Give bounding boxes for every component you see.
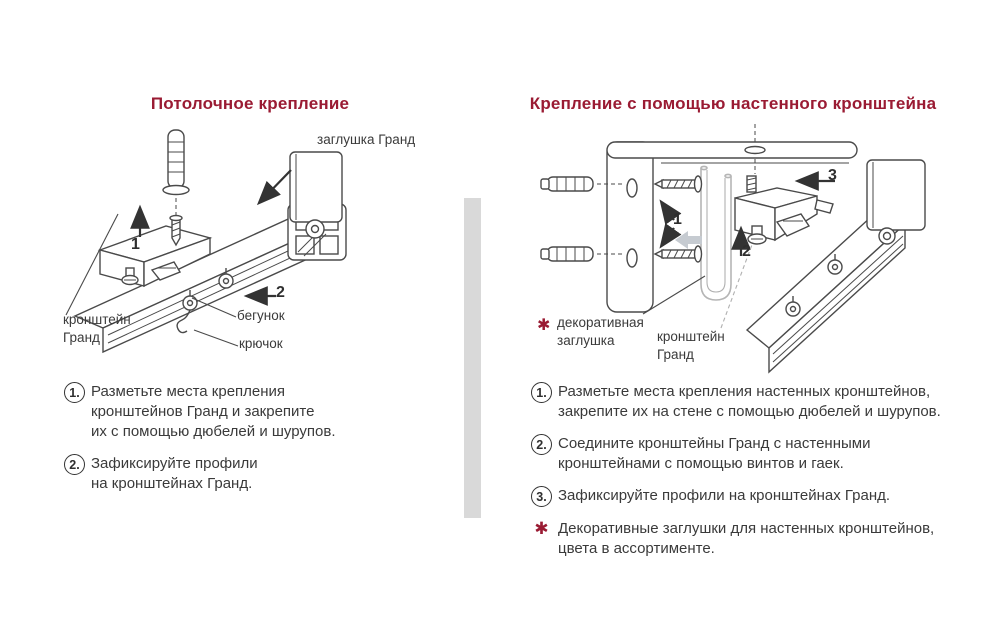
slide-direction-arrow <box>675 231 702 249</box>
grand-bracket-icon <box>734 175 834 245</box>
runner-with-hook-icon <box>176 290 198 334</box>
step-text: Зафиксируйте профили на кронштейнах Гран… <box>91 455 258 492</box>
kronshtein-leader-line <box>720 241 754 329</box>
diagram-marker-1: 1 <box>131 236 140 253</box>
decorative-star-icon: ✱ <box>537 317 551 334</box>
instruction-step: 2. Зафиксируйте профили на кронштейнах Г… <box>64 454 464 494</box>
decorative-leader-line <box>642 275 706 315</box>
label-decorative-zaglushka: декоративная заглушка <box>557 315 644 348</box>
step-text: Соедините кронштейны Гранд с настенными … <box>558 435 871 472</box>
screw-icon <box>653 245 703 263</box>
right-instructions: 1. Разметьте места крепления настенных к… <box>531 382 987 559</box>
left-diagram-illustration <box>65 129 347 354</box>
instruction-step: 1. Разметьте места крепления кронштейнов… <box>64 382 464 442</box>
step1-arrow-upper <box>659 199 682 225</box>
diagram-marker-3: 3 <box>828 167 837 184</box>
step-number-badge: 2. <box>64 454 85 475</box>
instruction-step: 2. Соедините кронштейны Гранд с настенны… <box>531 434 987 474</box>
grand-bracket-icon <box>97 225 213 288</box>
step-text: Разметьте места крепления настенных крон… <box>558 383 941 420</box>
wall-bracket-icon <box>606 141 858 313</box>
step-text: Зафиксируйте профили на кронштейнах Гран… <box>558 487 891 504</box>
begunok-leader-line <box>191 297 237 318</box>
left-panel-title: Потолочное крепление <box>150 94 350 113</box>
step-number-badge: 3. <box>531 486 552 507</box>
note-text: Декоративные заглушки для настенных крон… <box>558 520 935 557</box>
label-begunok: бегунок <box>237 308 285 323</box>
label-kryuchok: крючок <box>239 336 283 351</box>
runner-icon <box>827 254 843 275</box>
step-text: Разметьте места крепления кронштейнов Гр… <box>91 383 336 440</box>
panel-divider <box>464 198 481 518</box>
dowel-icon <box>540 176 624 192</box>
screw-icon <box>653 175 703 193</box>
step-number-badge: 1. <box>531 382 552 403</box>
instruction-step: 3. Зафиксируйте профили на кронштейнах Г… <box>531 486 987 507</box>
dowel-icon <box>540 246 624 262</box>
note-star-icon: ✱ <box>534 519 549 538</box>
end-cap-pointer-arrow <box>256 169 292 206</box>
instruction-note: ✱ Декоративные заглушки для настенных кр… <box>531 519 987 559</box>
end-cap-icon <box>289 151 343 239</box>
instruction-step: 1. Разметьте места крепления настенных к… <box>531 382 987 422</box>
end-cap-icon <box>866 159 926 245</box>
label-kronshtein-grand: кронштейн Гранд <box>63 312 131 345</box>
runner-icon <box>785 296 801 317</box>
runner-icon <box>218 268 234 289</box>
dowel-icon <box>162 129 190 196</box>
label-zaglushka-grand: заглушка Гранд <box>317 132 416 147</box>
diagram-marker-2: 2 <box>276 284 285 301</box>
diagram-marker-1: 1 <box>673 211 682 228</box>
decorative-cover-icon <box>700 165 732 301</box>
step1-arrow-lower <box>659 223 682 249</box>
step-number-badge: 1. <box>64 382 85 403</box>
step-number-badge: 2. <box>531 434 552 455</box>
kronshtein-leader-line <box>65 213 119 316</box>
right-diagram-illustration <box>540 124 926 374</box>
left-instructions: 1. Разметьте места крепления кронштейнов… <box>64 382 464 494</box>
screw-icon <box>169 214 183 247</box>
label-kronshtein-grand: кронштейн Гранд <box>657 329 725 362</box>
kryuchok-leader-line <box>193 329 239 347</box>
diagram-marker-2: 2 <box>742 243 751 260</box>
right-panel-title: Крепление с помощью настенного кронштейн… <box>529 94 937 113</box>
